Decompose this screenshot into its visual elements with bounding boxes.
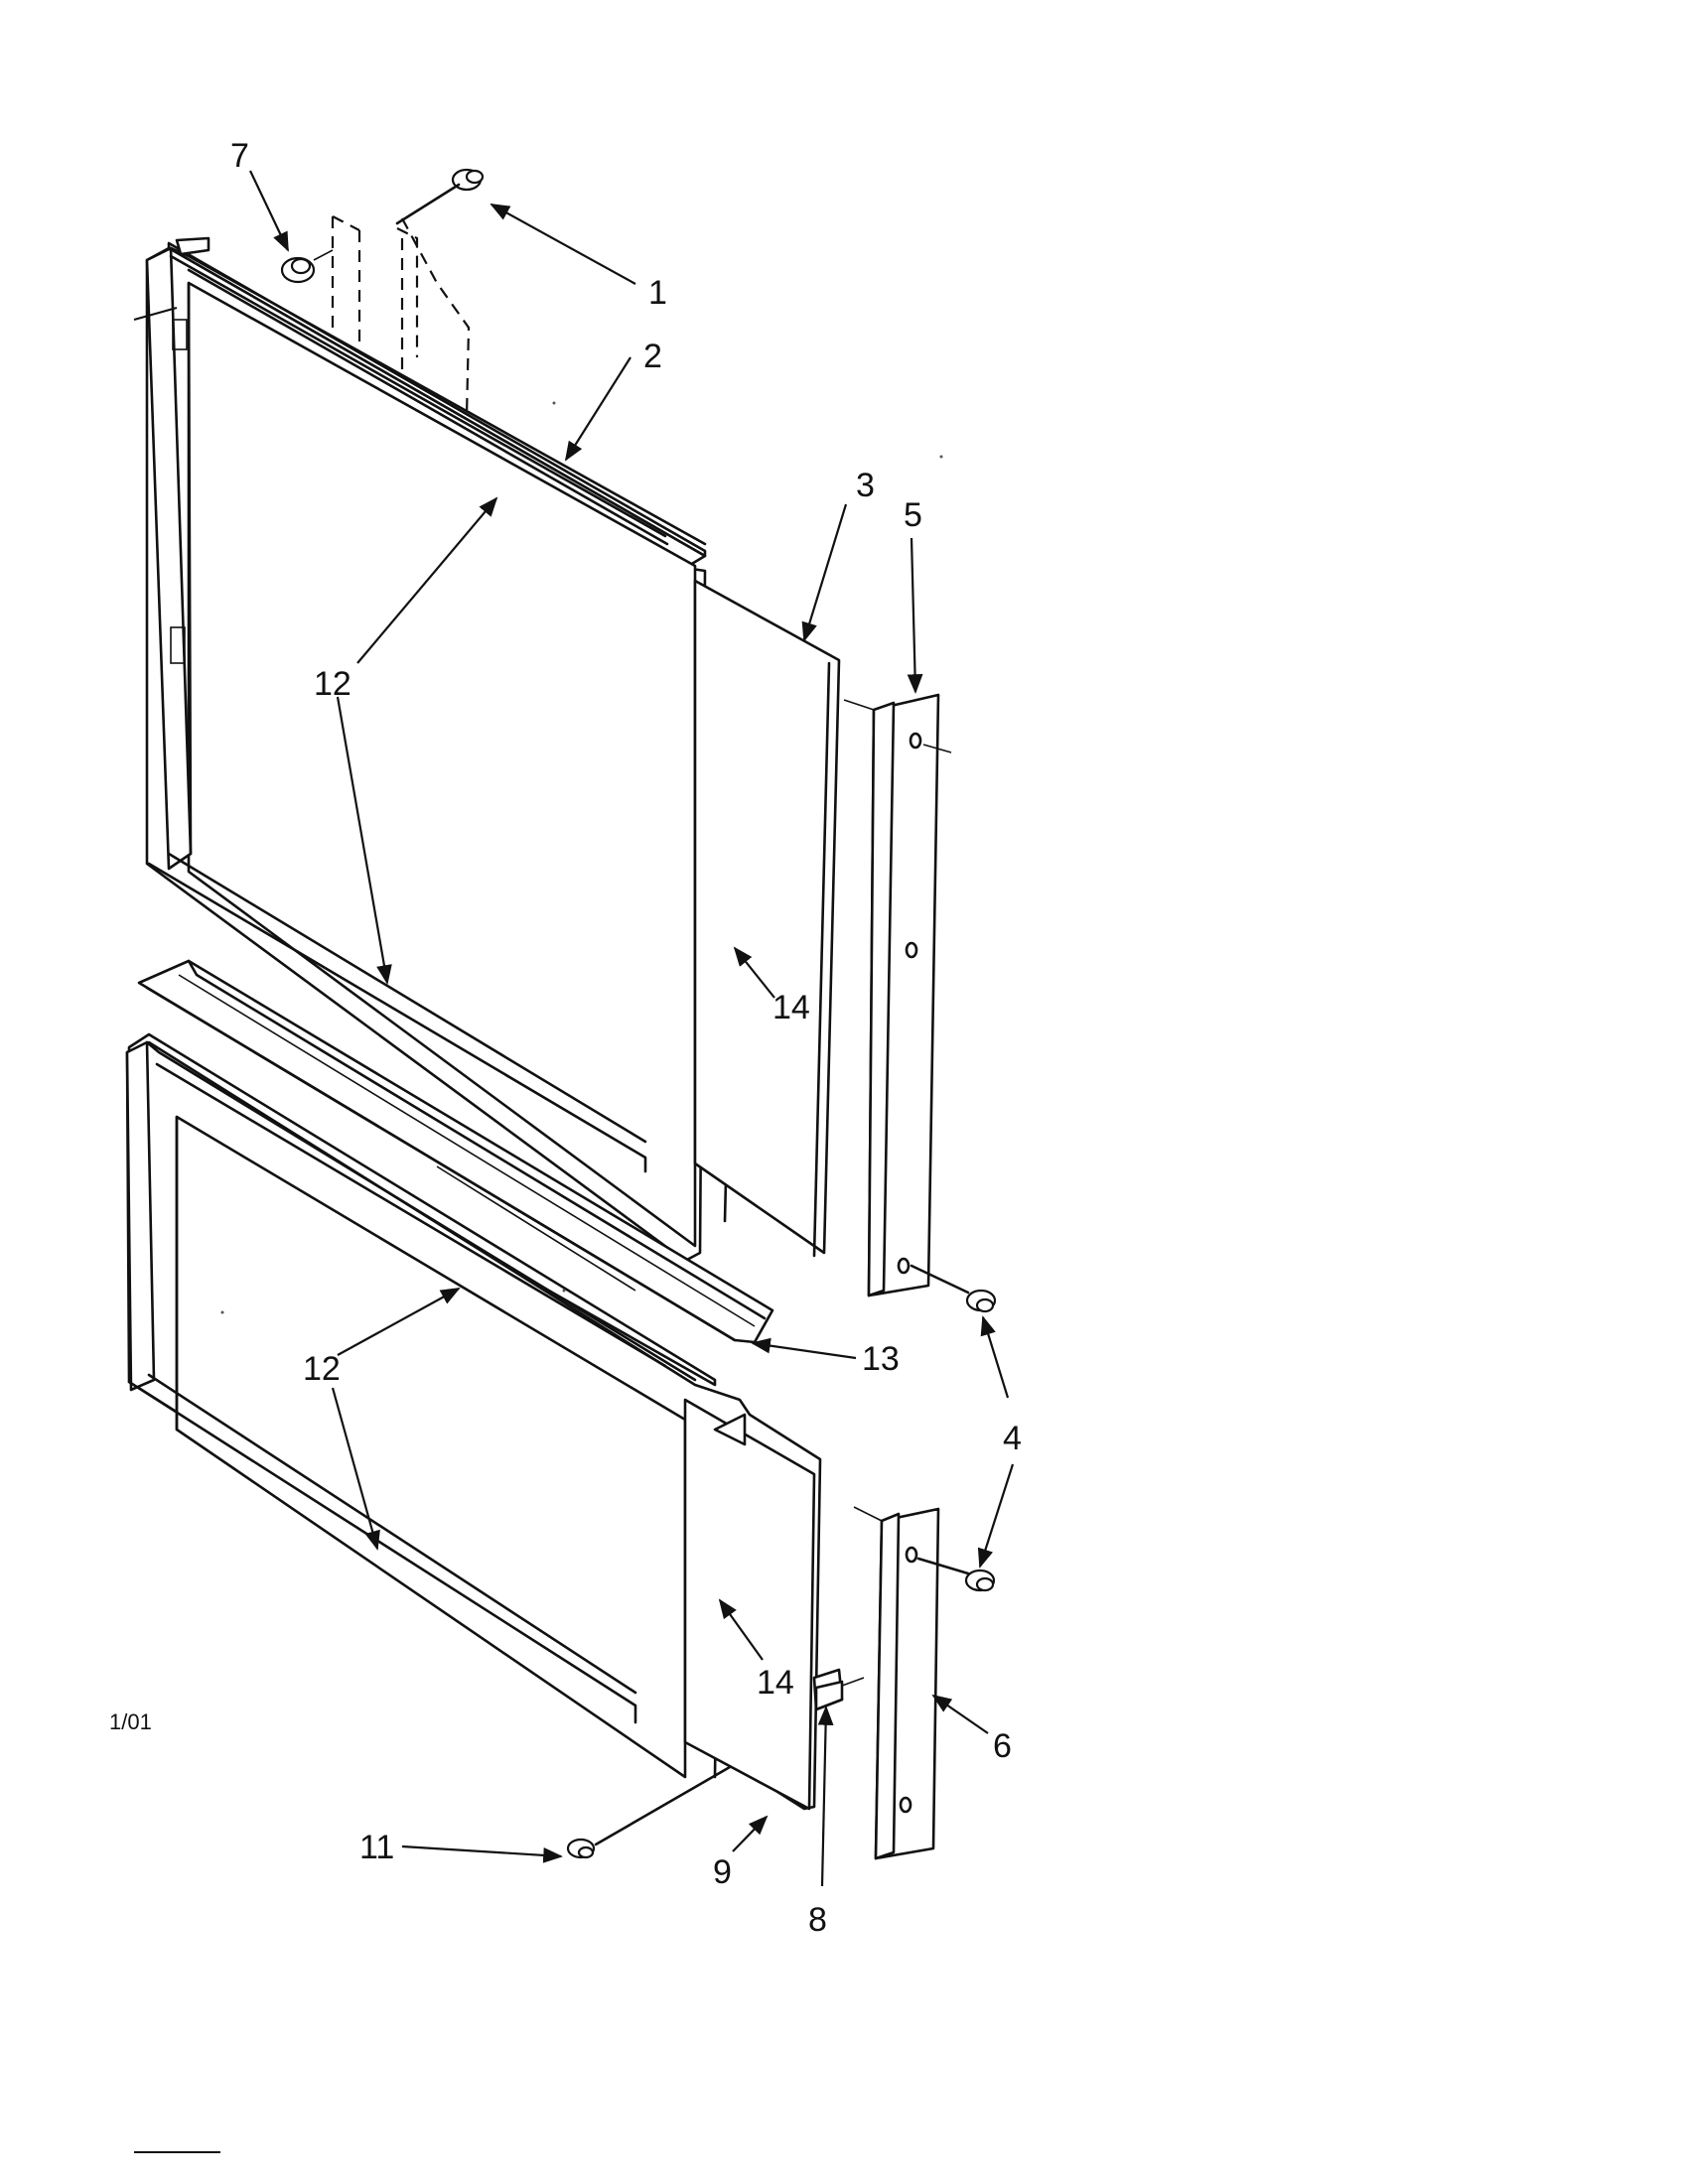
callout-7: 7 bbox=[230, 137, 249, 175]
callout-13: 13 bbox=[862, 1340, 900, 1378]
trim-strip-item-13 bbox=[137, 959, 774, 1344]
callout-12-lower: 12 bbox=[303, 1350, 341, 1388]
date-code: 1/01 bbox=[109, 1709, 152, 1734]
side-rail-item-6 bbox=[853, 1506, 940, 1860]
lower-door-panel bbox=[125, 1032, 822, 1811]
speck bbox=[220, 1310, 224, 1314]
upper-door-panel bbox=[133, 236, 841, 1263]
callout-8: 8 bbox=[808, 1901, 827, 1939]
callout-9: 9 bbox=[713, 1853, 732, 1891]
callout-1: 1 bbox=[648, 274, 667, 312]
hidden-bracket-outline bbox=[331, 215, 471, 418]
callout-3: 3 bbox=[856, 467, 875, 504]
screw-item-4-lower bbox=[916, 1557, 996, 1592]
speck bbox=[552, 401, 556, 405]
callout-labels: 1 2 3 4 5 6 7 8 9 11 12 12 13 14 14 bbox=[230, 137, 1022, 1939]
screw-item-1 bbox=[395, 168, 485, 225]
callout-11: 11 bbox=[359, 1829, 394, 1866]
callout-leaders bbox=[249, 170, 1015, 1887]
callout-5: 5 bbox=[904, 496, 922, 534]
side-rail-item-5 bbox=[843, 693, 952, 1297]
grommet-item-7 bbox=[280, 249, 334, 284]
screw-item-4-upper bbox=[910, 1264, 997, 1313]
callout-14-upper: 14 bbox=[772, 989, 810, 1026]
callout-6: 6 bbox=[993, 1727, 1012, 1765]
screw-item-11 bbox=[566, 1765, 732, 1859]
callout-12-upper: 12 bbox=[314, 665, 351, 703]
speck bbox=[939, 455, 943, 459]
bracket-item-8 bbox=[812, 1668, 865, 1711]
callout-4: 4 bbox=[1003, 1420, 1022, 1457]
speck bbox=[562, 1289, 566, 1293]
callout-2: 2 bbox=[643, 338, 662, 375]
callout-14-lower: 14 bbox=[757, 1664, 794, 1702]
